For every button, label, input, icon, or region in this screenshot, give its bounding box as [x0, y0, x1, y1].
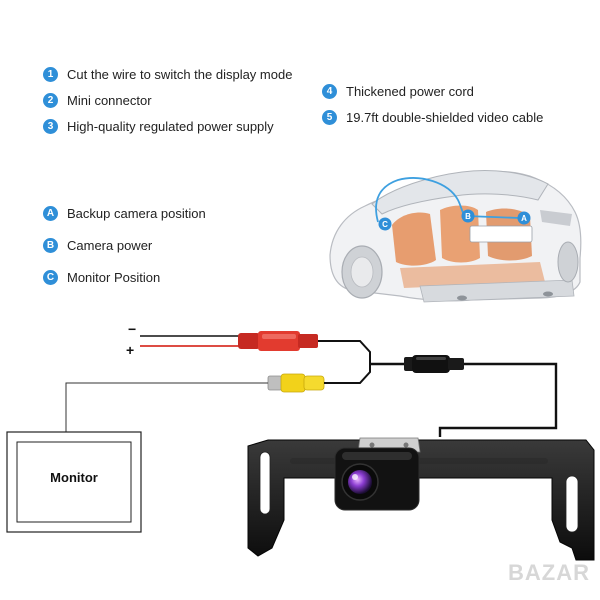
car-marker-a	[517, 211, 531, 225]
camera-lens	[348, 470, 372, 494]
feature-item: 3 High-quality regulated power supply	[43, 113, 292, 139]
monitor-lead	[65, 382, 268, 432]
feature-label: 19.7ft double-shielded video cable	[346, 109, 544, 125]
feature-item: 1 Cut the wire to switch the display mod…	[43, 61, 292, 87]
video-cable-short	[324, 364, 371, 384]
position-label: Monitor Position	[67, 269, 161, 285]
feature-list-right: 4 Thickened power cord 5 19.7ft double-s…	[322, 78, 543, 130]
monitor-label: Monitor	[50, 470, 98, 485]
feature-item: 2 Mini connector	[43, 87, 292, 113]
car-marker-c-text: C	[382, 220, 388, 229]
feature-label: High-quality regulated power supply	[67, 118, 274, 134]
letter-badge-c: C	[43, 269, 58, 285]
letter-badge-a: A	[43, 205, 58, 221]
plus-label: +	[126, 342, 134, 358]
car-marker-a-text: A	[521, 214, 527, 223]
feature-item: 4 Thickened power cord	[322, 78, 543, 104]
position-item: A Backup camera position	[43, 197, 206, 229]
watermark-logo: BAZAR	[508, 560, 590, 585]
number-badge-4: 4	[322, 83, 337, 99]
feature-label: Mini connector	[67, 92, 152, 108]
feature-label: Cut the wire to switch the display mode	[67, 66, 293, 82]
red-power-connector	[238, 331, 318, 351]
mini-connector	[404, 355, 464, 373]
power-cable	[318, 340, 371, 364]
feature-item: 5 19.7ft double-shielded video cable	[322, 104, 543, 130]
number-badge-1: 1	[43, 66, 58, 82]
number-badge-5: 5	[322, 109, 337, 125]
position-label: Camera power	[67, 237, 153, 253]
monitor: Monitor	[6, 431, 142, 533]
car-marker-c	[378, 217, 392, 231]
car-marker-b	[461, 209, 475, 223]
feature-list-left: 1 Cut the wire to switch the display mod…	[43, 61, 292, 139]
feature-label: Thickened power cord	[346, 83, 474, 99]
extension-cable	[438, 362, 558, 437]
letter-badge-b: B	[43, 237, 58, 253]
license-plate-camera	[247, 437, 595, 561]
yellow-rca-plug	[267, 373, 325, 393]
position-item: C Monitor Position	[43, 261, 206, 293]
monitor-screen	[16, 441, 132, 523]
wiring: − +	[65, 321, 558, 437]
minus-label: −	[128, 321, 136, 337]
car-illustration: C B A	[329, 170, 582, 303]
position-list: A Backup camera position B Camera power …	[43, 197, 206, 293]
bracket-slot-right	[565, 475, 579, 533]
position-label: Backup camera position	[67, 205, 206, 221]
bracket-slot-left	[259, 451, 271, 515]
number-badge-2: 2	[43, 92, 58, 108]
car-marker-b-text: B	[465, 212, 471, 221]
number-badge-3: 3	[43, 118, 58, 134]
position-item: B Camera power	[43, 229, 206, 261]
